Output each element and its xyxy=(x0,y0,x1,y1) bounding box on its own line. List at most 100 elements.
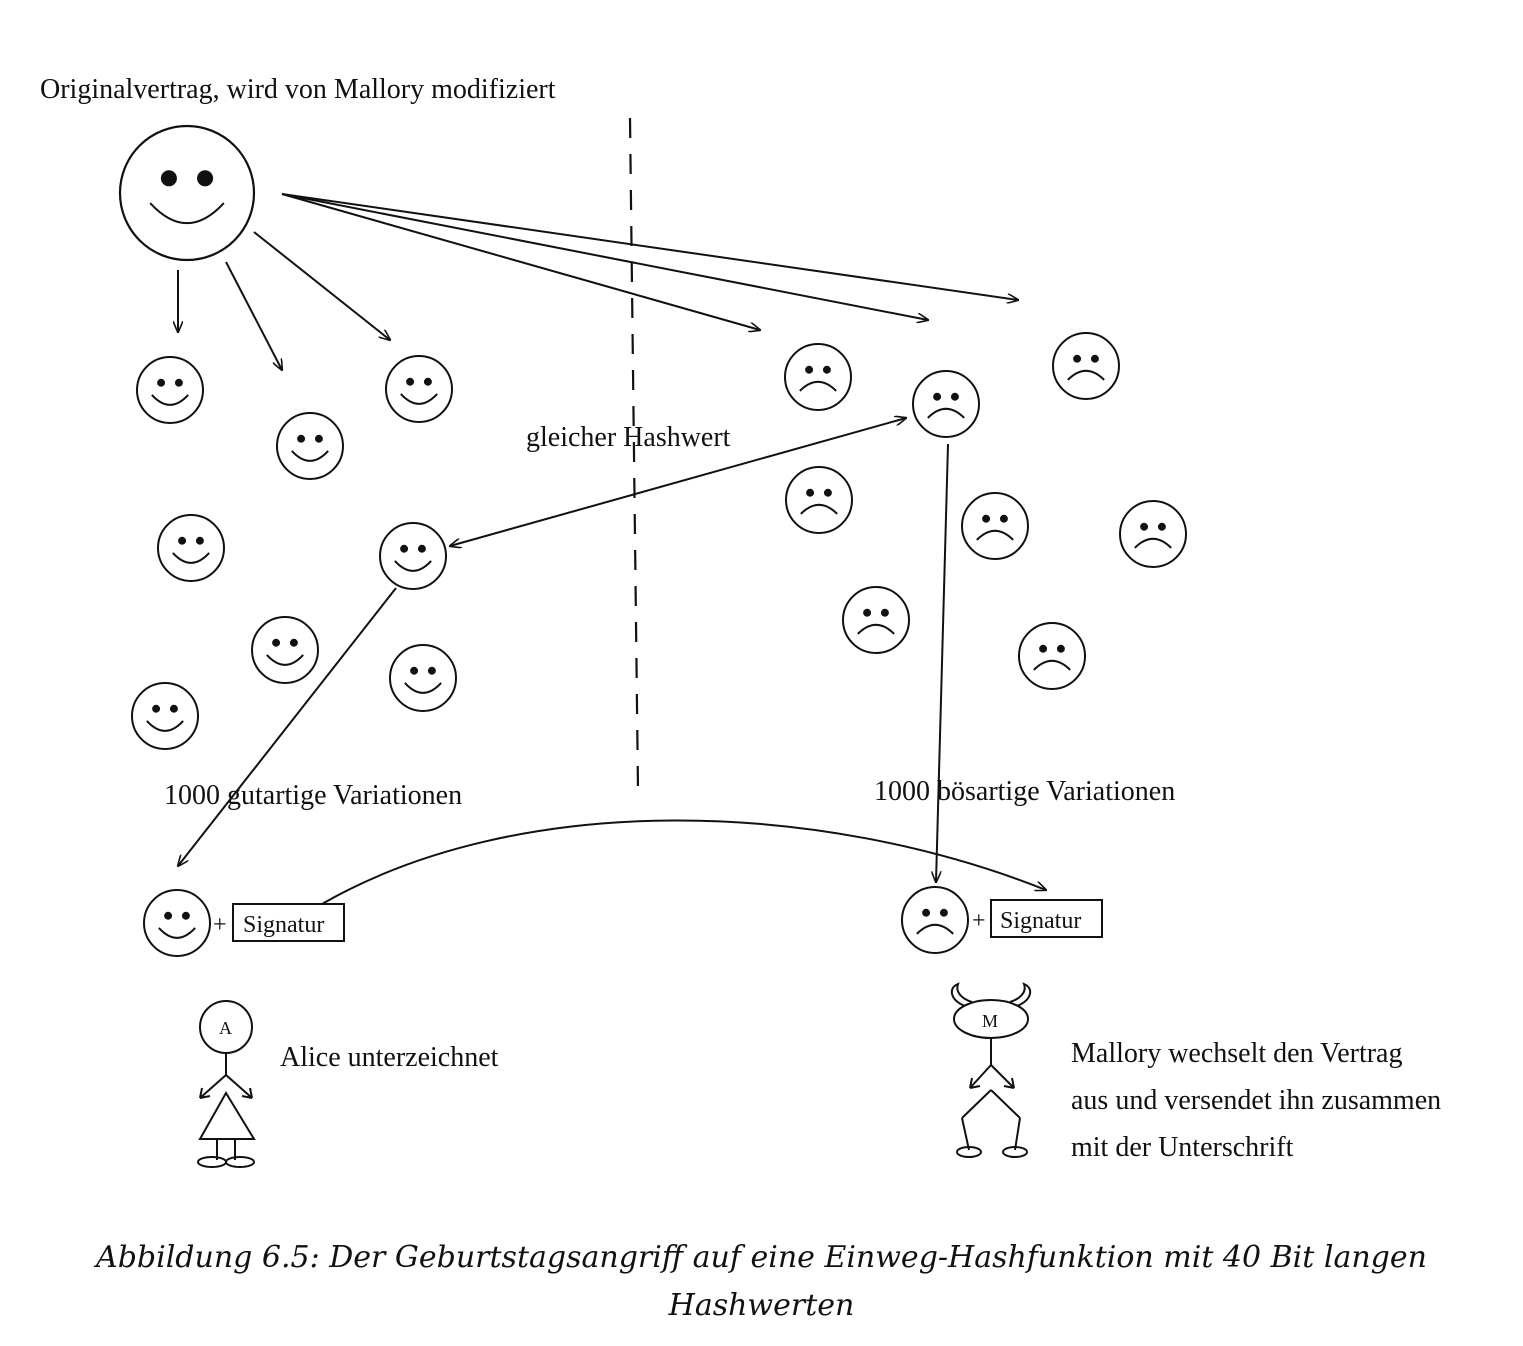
face-outline xyxy=(784,343,852,411)
face-eye xyxy=(406,377,415,386)
benign-variation-face smiley-face-icon xyxy=(389,644,457,712)
face-frown xyxy=(857,623,895,635)
face-eye xyxy=(1056,644,1065,653)
malicious-variation-face frowning-face-icon xyxy=(784,343,852,411)
signature-label-right: Signatur xyxy=(1000,908,1081,934)
face-frown xyxy=(1067,369,1105,381)
stick-figure-mallory-devil-icon xyxy=(950,982,1032,1158)
plus-sign-right: + xyxy=(972,908,986,934)
benign-variation-face smiley-face-icon xyxy=(385,355,453,423)
signed-benign-contract-face smiley-face-icon xyxy=(143,889,211,957)
arrow-original-to-malicious-3 xyxy=(281,193,1018,300)
divider-dashed-line xyxy=(628,117,640,791)
face-eye xyxy=(314,434,323,443)
arrow-original-to-malicious-1 xyxy=(281,193,760,330)
mallory-description-line-1: Mallory wechselt den Vertrag xyxy=(1071,1038,1403,1069)
mallory-initial: M xyxy=(982,1011,998,1031)
signature-label-left: Signatur xyxy=(243,912,324,938)
face-frown xyxy=(916,923,954,935)
arrow-original-to-malicious-2 xyxy=(281,193,928,320)
face-eye xyxy=(1090,354,1099,363)
face-smile xyxy=(172,552,210,564)
face-eye xyxy=(427,666,436,675)
original-contract-face smiley-face-icon xyxy=(118,124,256,262)
face-eye xyxy=(181,911,190,920)
benign-variation-face smiley-face-icon xyxy=(276,412,344,480)
arrow-original-to-benign-3 xyxy=(253,231,390,340)
malicious-variation-face-colliding frowning-face-icon xyxy=(912,370,980,438)
alice-description: Alice unterzeichnet xyxy=(280,1042,499,1073)
arrow-benign-to-signed xyxy=(178,587,397,866)
face-smile xyxy=(404,682,442,694)
face-outline xyxy=(251,616,319,684)
face-eye xyxy=(423,377,432,386)
face-eye xyxy=(1157,522,1166,531)
benign-variation-face smiley-face-icon xyxy=(136,356,204,424)
face-eye xyxy=(410,666,419,675)
face-eye xyxy=(272,638,281,647)
face-outline xyxy=(912,370,980,438)
signature-box-right xyxy=(990,899,1103,938)
face-smile xyxy=(151,394,189,406)
face-eye xyxy=(1073,354,1082,363)
face-frown xyxy=(799,380,837,392)
face-outline xyxy=(136,356,204,424)
benign-variation-face-colliding smiley-face-icon xyxy=(379,522,447,590)
face-smile xyxy=(149,202,225,225)
face-eye xyxy=(169,704,178,713)
same-hash-label: gleicher Hashwert xyxy=(526,422,731,453)
face-eye xyxy=(195,536,204,545)
face-outline xyxy=(842,586,910,654)
signature-transfer-arrow xyxy=(321,819,1046,905)
face-eye xyxy=(822,365,831,374)
face-eye xyxy=(939,908,948,917)
face-eye xyxy=(999,514,1008,523)
face-outline xyxy=(901,886,969,954)
face-eye xyxy=(1140,522,1149,531)
malicious-variations-label: 1000 bösartige Variationen xyxy=(874,776,1175,807)
face-eye xyxy=(880,608,889,617)
face-eye xyxy=(178,536,187,545)
mallory-description-line-3: mit der Unterschrift xyxy=(1071,1132,1294,1163)
mallory-description-line-2: aus und versendet ihn zusammen xyxy=(1071,1085,1441,1116)
face-outline xyxy=(157,514,225,582)
face-eye xyxy=(197,170,214,187)
face-outline xyxy=(1052,332,1120,400)
face-outline xyxy=(961,492,1029,560)
figure-caption-line-1: Abbildung 6.5: Der Geburtstagsangriff au… xyxy=(96,1240,1427,1275)
face-outline xyxy=(276,412,344,480)
original-contract-label: Originalvertrag, wird von Mallory modifi… xyxy=(40,74,556,105)
alice-initial: A xyxy=(219,1018,232,1038)
face-eye xyxy=(157,378,166,387)
face-eye xyxy=(950,392,959,401)
face-smile xyxy=(291,450,329,462)
face-outline xyxy=(785,466,853,534)
arrow-original-to-benign-2 xyxy=(225,261,282,370)
face-eye xyxy=(823,488,832,497)
signature-box-left xyxy=(232,903,345,942)
face-outline xyxy=(143,889,211,957)
face-smile xyxy=(158,927,196,939)
benign-variation-face smiley-face-icon xyxy=(157,514,225,582)
malicious-variation-face frowning-face-icon xyxy=(1018,622,1086,690)
face-eye xyxy=(164,911,173,920)
face-eye xyxy=(152,704,161,713)
face-eye xyxy=(933,392,942,401)
malicious-variation-face frowning-face-icon xyxy=(842,586,910,654)
face-outline xyxy=(379,522,447,590)
face-smile xyxy=(266,654,304,666)
same-hash-double-arrow xyxy=(450,418,906,546)
face-eye xyxy=(982,514,991,523)
face-outline xyxy=(1018,622,1086,690)
face-frown xyxy=(1134,537,1172,549)
face-eye xyxy=(922,908,931,917)
face-eye xyxy=(297,434,306,443)
face-frown xyxy=(1033,659,1071,671)
face-eye xyxy=(160,170,177,187)
face-outline xyxy=(389,644,457,712)
faces-layer xyxy=(118,124,1187,957)
face-eye xyxy=(806,488,815,497)
face-eye xyxy=(1039,644,1048,653)
figure-caption-line-2: Hashwerten xyxy=(668,1288,855,1323)
